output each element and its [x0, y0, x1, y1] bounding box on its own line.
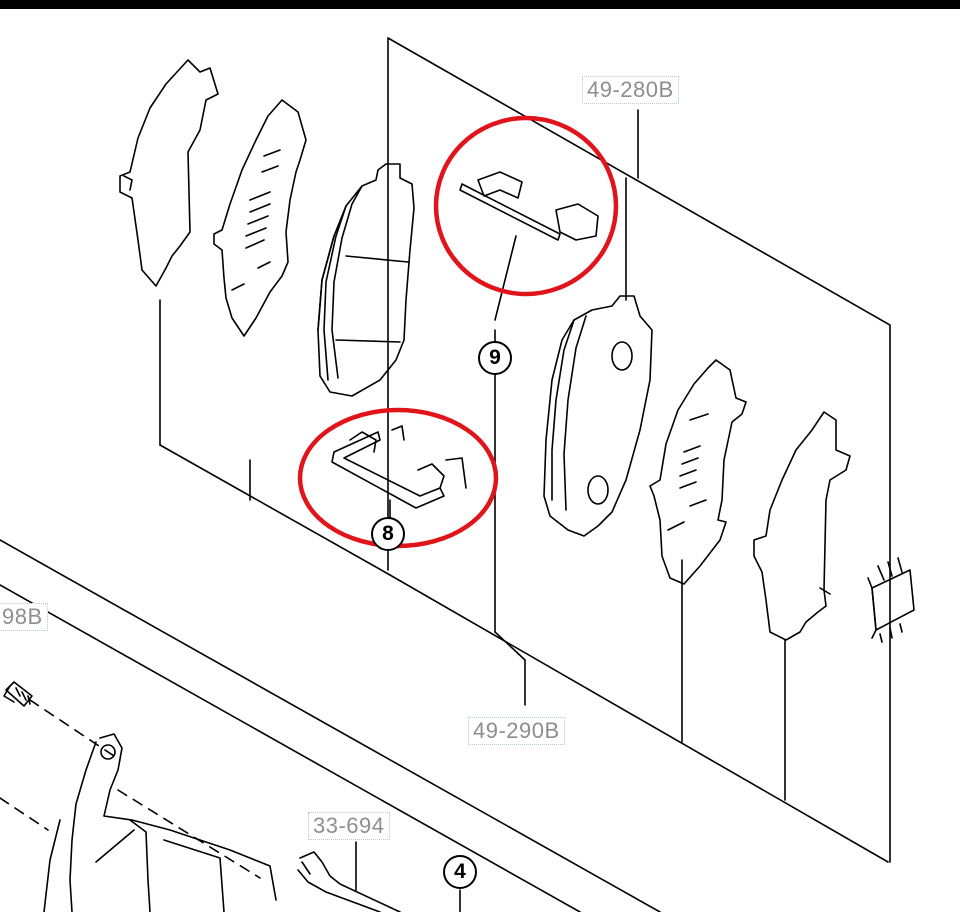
- part-label-49-280b: 49-280B: [582, 76, 679, 104]
- brake-pad-left: [317, 163, 415, 397]
- callout-8: 8: [371, 517, 405, 551]
- top-black-bar: [0, 0, 960, 9]
- part-label-33-694: 33-694: [308, 812, 390, 840]
- callout-4: 4: [443, 855, 477, 889]
- inner-shim-left: [213, 99, 307, 337]
- mounting-bolt: [3, 681, 121, 761]
- inner-shim-right: [649, 359, 747, 585]
- pad-clip-lower: [331, 425, 467, 523]
- part-label-98b: 98B: [0, 603, 48, 631]
- part-label-49-290b: 49-290B: [468, 717, 565, 745]
- wear-indicator-chip: [867, 557, 915, 643]
- callout-9: 9: [478, 341, 512, 375]
- outer-shim-right: [753, 411, 851, 641]
- pad-clip-upper: [459, 171, 599, 321]
- brake-pad-right: [543, 295, 653, 537]
- highlight-circle-upper-clip: [433, 115, 619, 297]
- caliper-body: [0, 733, 277, 912]
- guide-pin: [297, 841, 461, 912]
- outer-shim-left: [119, 59, 219, 287]
- kit-bounding-lines: [0, 37, 891, 912]
